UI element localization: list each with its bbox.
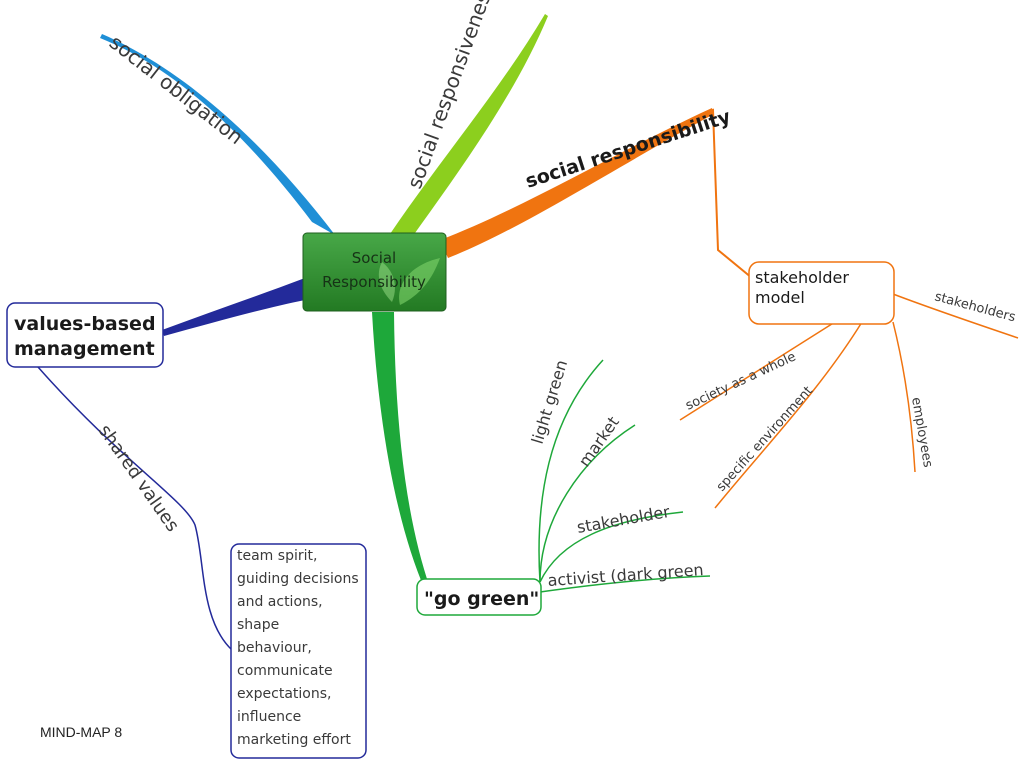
shared-values-item: expectations, <box>237 686 331 702</box>
social-responsibility-label: social responsibility <box>523 105 734 192</box>
leaf-icon <box>378 262 395 302</box>
social-responsibility-branch <box>440 108 714 258</box>
go-green-node[interactable]: "go green" <box>416 578 542 616</box>
shared-values-box[interactable]: team spirit, guiding decisions and actio… <box>230 543 367 759</box>
stakeholder-label: stakeholder <box>575 502 671 537</box>
society-as-a-whole-label: society as a whole <box>683 349 798 413</box>
central-title-line1: Social <box>352 249 396 267</box>
social-obligation-label: social obligation <box>105 30 248 149</box>
light-green-label: light green <box>528 358 572 447</box>
specific-environment-branch <box>714 321 863 509</box>
stakeholder-model-line2: model <box>755 288 805 307</box>
market-branch <box>539 424 636 583</box>
shared-values-item: guiding decisions <box>237 571 359 587</box>
social-responsiveness-branch <box>390 14 548 240</box>
specific-environment-label: specific environment <box>714 384 816 495</box>
shared-values-item: and actions, <box>237 594 323 610</box>
mind-map-caption: MIND-MAP 8 <box>40 724 122 740</box>
shared-values-item: influence <box>237 709 301 725</box>
values-based-management-branch <box>162 278 305 336</box>
stakeholder-model-node[interactable]: stakeholder model <box>748 261 895 325</box>
shared-values-item: team spirit, <box>237 548 317 564</box>
go-green-branch <box>372 312 430 590</box>
go-green-label: "go green" <box>424 588 539 610</box>
activist-label: activist (dark green <box>547 560 704 590</box>
shared-values-item: communicate <box>237 663 333 679</box>
shared-values-item: marketing effort <box>237 732 351 748</box>
values-based-management-line1: values-based <box>14 313 156 335</box>
leaf-icon <box>399 258 440 305</box>
society-as-a-whole-branch <box>679 321 836 421</box>
social-responsibility-connector <box>694 108 753 279</box>
values-based-management-node[interactable]: values-based management <box>6 302 164 368</box>
shared-values-label: shared values <box>94 421 183 536</box>
stakeholder-model-line1: stakeholder <box>755 268 849 287</box>
shared-values-item: behaviour, <box>237 640 312 656</box>
activist-branch <box>539 575 711 593</box>
central-title-line2: Responsibility <box>322 273 426 291</box>
shared-values-branch <box>37 366 233 651</box>
central-node[interactable]: Social Responsibility <box>302 232 447 312</box>
stakeholders-label: stakeholders <box>933 289 1017 325</box>
values-based-management-line2: management <box>14 338 155 360</box>
employees-branch <box>892 321 916 473</box>
market-label: market <box>575 413 623 470</box>
light-green-branch <box>538 359 604 583</box>
social-obligation-branch <box>100 34 335 235</box>
stakeholder-branch <box>539 511 684 583</box>
stakeholders-branch <box>892 293 1019 339</box>
shared-values-item: shape <box>237 617 279 633</box>
